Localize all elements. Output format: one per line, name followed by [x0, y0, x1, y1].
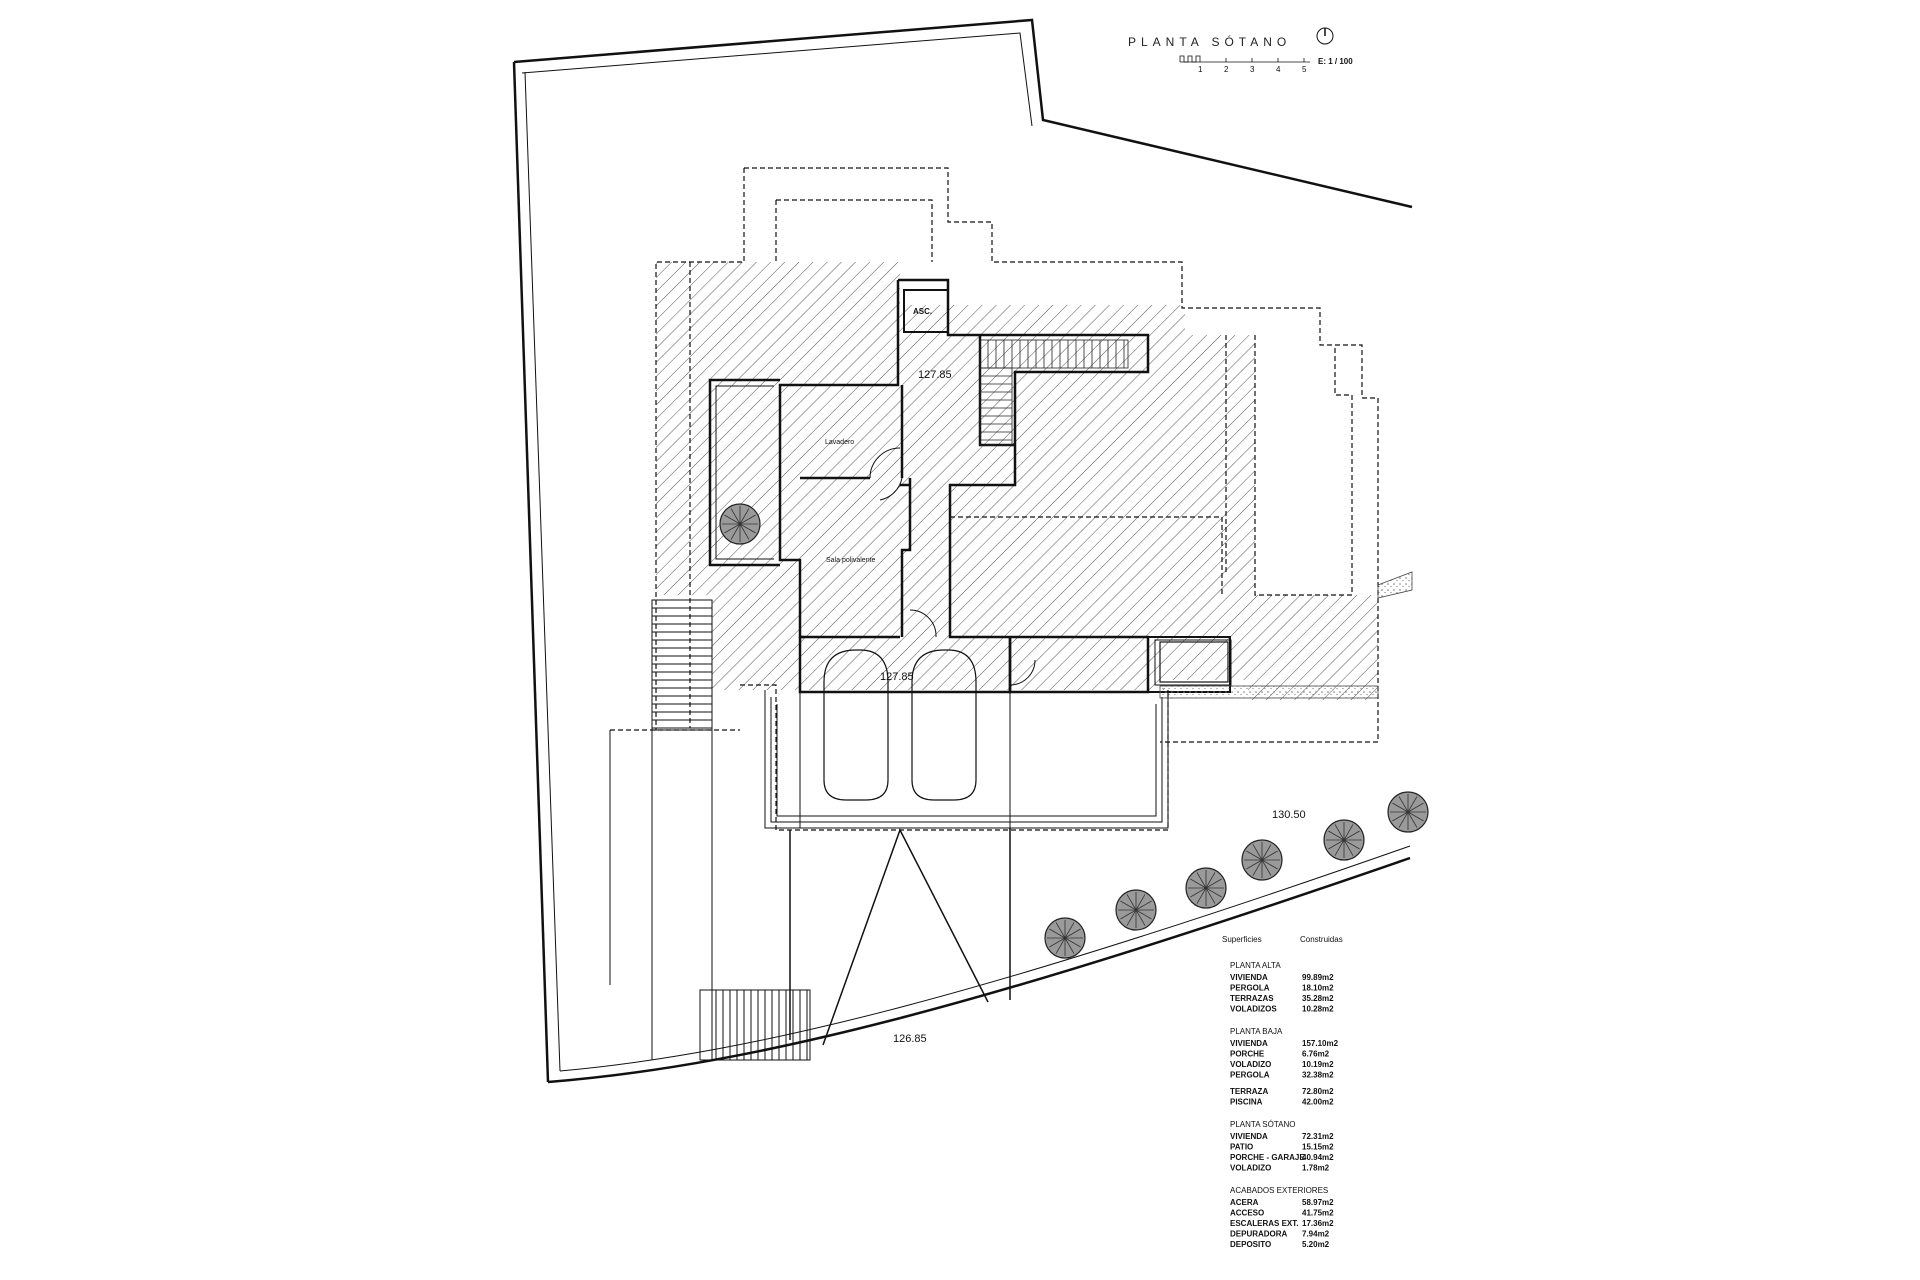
gravel-strips [1159, 571, 1413, 699]
tree-icon [1044, 917, 1086, 959]
surfaces-row-value: 40.94m2 [1302, 1153, 1334, 1162]
surfaces-row-label: PATIO [1230, 1143, 1253, 1152]
surfaces-row-value: 58.97m2 [1302, 1198, 1334, 1207]
surfaces-row-value: 15.15m2 [1302, 1143, 1334, 1152]
exterior-stairs [609, 599, 811, 1061]
surfaces-row-label: TERRAZA [1230, 1087, 1268, 1096]
surfaces-row-value: 17.36m2 [1302, 1219, 1334, 1228]
level-mark-road-right: 130.50 [1272, 809, 1306, 821]
surfaces-row-value: 18.10m2 [1302, 984, 1334, 993]
surfaces-section-title: ACABADOS EXTERIORES [1230, 1186, 1328, 1195]
level-mark-upper: 127.85 [918, 369, 952, 381]
surfaces-row-value: 1.78m2 [1302, 1164, 1330, 1173]
scale-tick-5: 5 [1302, 65, 1307, 74]
interior-stairs [979, 339, 1129, 446]
surfaces-row-value: 41.75m2 [1302, 1209, 1334, 1218]
scale-label: E: 1 / 100 [1318, 57, 1353, 66]
surfaces-row-label: PORCHE - GARAJE [1230, 1153, 1305, 1162]
surfaces-row-label: VIVIENDA [1230, 973, 1268, 982]
surfaces-row-value: 32.38m2 [1302, 1071, 1334, 1080]
surfaces-row-value: 6.76m2 [1302, 1050, 1330, 1059]
scale-tick-3: 3 [1250, 65, 1255, 74]
surfaces-row-label: VOLADIZO [1230, 1060, 1271, 1069]
surfaces-section-title: PLANTA SÓTANO [1230, 1120, 1296, 1129]
driveway [789, 828, 1011, 1046]
surfaces-col-value: Construidas [1300, 935, 1343, 944]
surfaces-col-heading: Superficies [1222, 935, 1262, 944]
tree-icon [1323, 819, 1365, 861]
tree-icon [1387, 791, 1429, 833]
parked-cars [823, 649, 977, 801]
surfaces-row-label: VOLADIZOS [1230, 1005, 1277, 1014]
tree-icon [1115, 889, 1157, 931]
surfaces-section-title: PLANTA ALTA [1230, 961, 1281, 970]
doors [869, 447, 1036, 686]
scale-tick-4: 4 [1276, 65, 1281, 74]
trees [719, 503, 1429, 959]
tree-icon [719, 503, 761, 545]
surfaces-row-label: DEPURADORA [1230, 1230, 1288, 1239]
surfaces-row-label: TERRAZAS [1230, 994, 1274, 1003]
surfaces-row-label: PERGOLA [1230, 1071, 1270, 1080]
surfaces-row-label: PERGOLA [1230, 984, 1270, 993]
scale-bar [1179, 55, 1310, 63]
surfaces-row-label: DEPOSITO [1230, 1240, 1271, 1249]
plan-title: PLANTA SÓTANO [1128, 34, 1291, 49]
surfaces-row-label: ACERA [1230, 1198, 1259, 1207]
surfaces-row-label: PORCHE [1230, 1050, 1265, 1059]
plot-boundary [512, 18, 1413, 1084]
surfaces-row-value: 72.31m2 [1302, 1132, 1334, 1141]
plan-header: PLANTA SÓTANO 1 2 3 4 5 E: 1 / 100 [1128, 27, 1353, 74]
surfaces-row-value: 10.28m2 [1302, 1005, 1334, 1014]
surfaces-row-label: VIVIENDA [1230, 1132, 1268, 1141]
level-mark-road-bottom: 126.85 [893, 1033, 927, 1045]
garage-outline [764, 690, 1169, 829]
surfaces-row-value: 10.19m2 [1302, 1060, 1334, 1069]
room-label-sala-polivalente: Sala polivalente [826, 557, 876, 564]
surfaces-row-label: PISCINA [1230, 1098, 1263, 1107]
hatched-areas [656, 262, 1378, 700]
surfaces-row-value: 72.80m2 [1302, 1087, 1334, 1096]
surfaces-row-value: 35.28m2 [1302, 994, 1334, 1003]
scale-tick-2: 2 [1224, 65, 1229, 74]
surfaces-row-label: VIVIENDA [1230, 1039, 1268, 1048]
surfaces-row-label: ESCALERAS EXT. [1230, 1219, 1298, 1228]
tree-icon [1185, 867, 1227, 909]
surfaces-table: Superficies Construidas PLANTA ALTA VIVIE… [1222, 935, 1343, 1249]
surfaces-row-value: 42.00m2 [1302, 1098, 1334, 1107]
scale-tick-1: 1 [1198, 65, 1203, 74]
surfaces-row-value: 5.20m2 [1302, 1240, 1330, 1249]
room-label-lavadero: Lavadero [825, 439, 854, 446]
room-label-asc: ASC. [913, 307, 932, 316]
surfaces-row-value: 157.10m2 [1302, 1039, 1339, 1048]
level-mark-garage: 127.85 [880, 671, 914, 683]
surfaces-row-label: VOLADIZO [1230, 1164, 1271, 1173]
surfaces-row-value: 99.89m2 [1302, 973, 1334, 982]
tree-icon [1241, 839, 1283, 881]
surfaces-row-value: 7.94m2 [1302, 1230, 1330, 1239]
surfaces-row-label: ACCESO [1230, 1209, 1264, 1218]
surfaces-section-title: PLANTA BAJA [1230, 1027, 1283, 1036]
